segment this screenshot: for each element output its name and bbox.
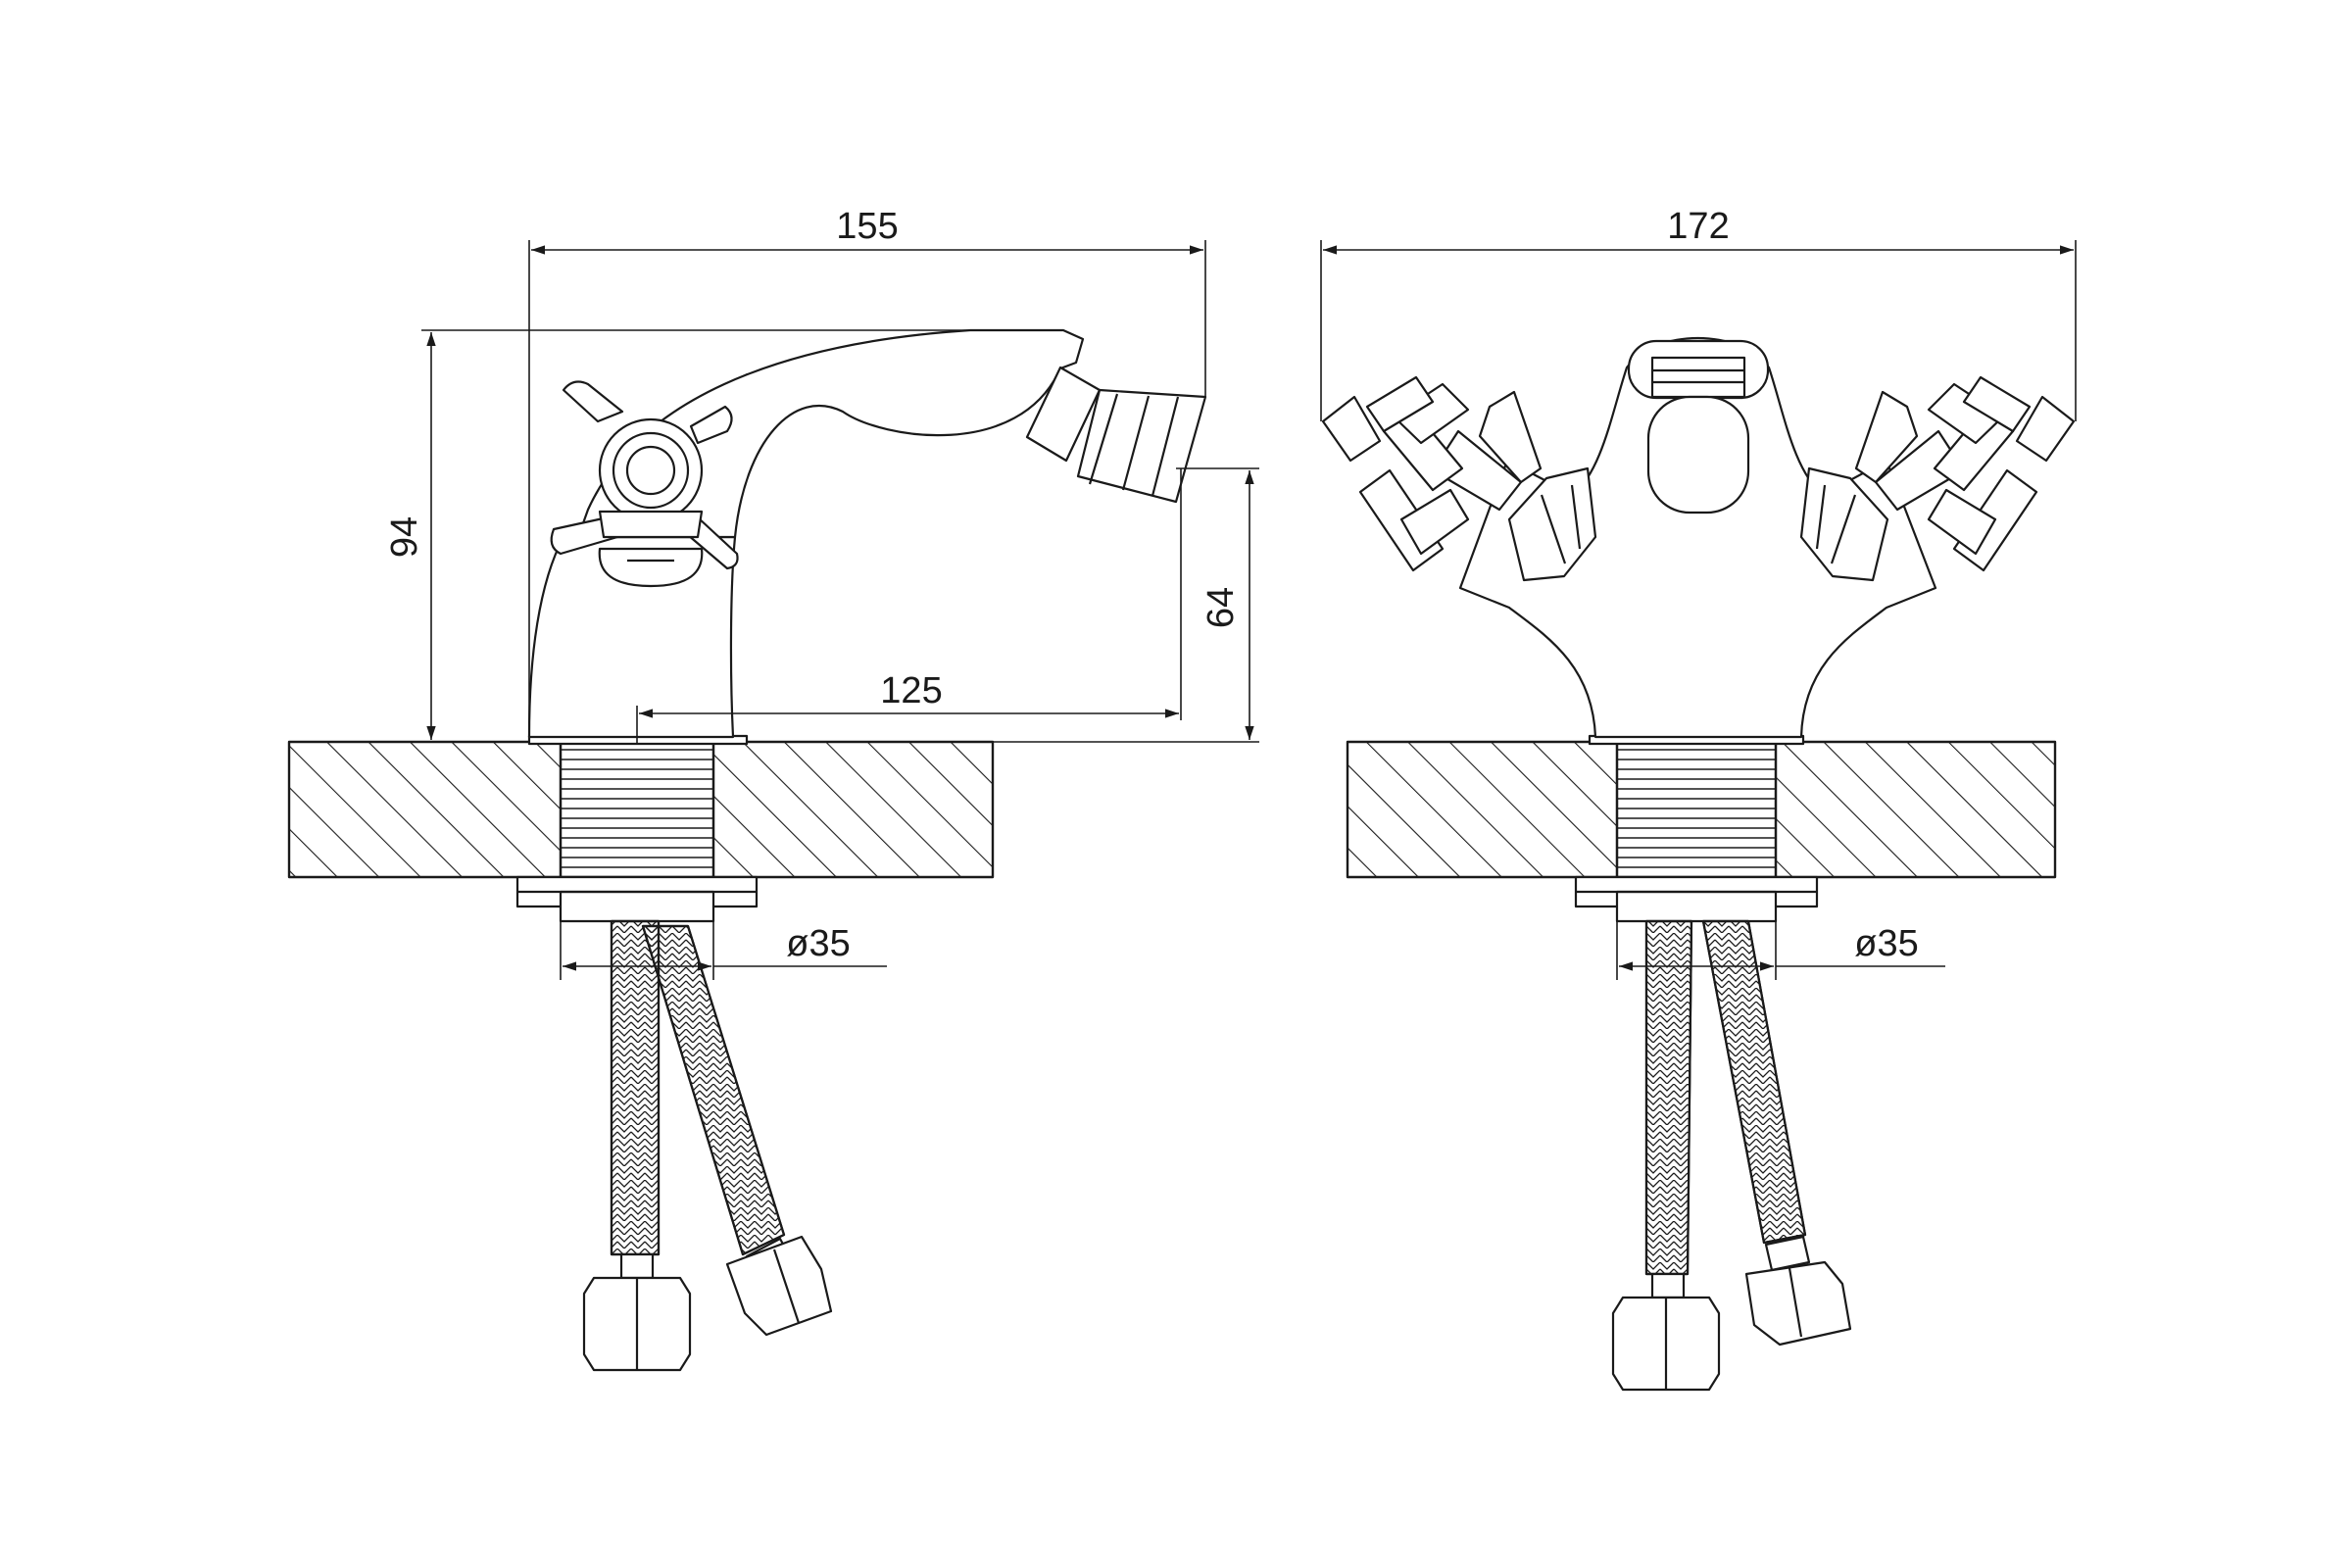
side-view: [287, 240, 1259, 1372]
front-left-valve: [1321, 375, 1597, 582]
side-spout-nozzle: [1025, 366, 1207, 504]
front-spout-cap: [1627, 339, 1770, 514]
front-right-valve: [1799, 375, 2076, 582]
side-dim-height: [421, 329, 970, 740]
front-hex-nuts: [1611, 1260, 1852, 1392]
side-height-label: 94: [384, 516, 425, 558]
side-threaded-stem: [559, 740, 715, 879]
side-dim-width: [528, 240, 1206, 737]
front-locknut: [1574, 875, 1819, 923]
side-spout-reach-label: 125: [880, 670, 942, 711]
front-dim-width: [1320, 240, 2077, 421]
side-dim-spout-height: [993, 467, 1259, 743]
side-hoses: [610, 919, 794, 1280]
front-diameter-label: ø35: [1854, 923, 1918, 964]
side-spout-height-label: 64: [1200, 587, 1242, 628]
front-width-label: 172: [1667, 206, 1729, 247]
front-dim-diameter: [1616, 921, 1945, 980]
side-hex-nuts: [582, 1235, 833, 1372]
front-hoses: [1644, 919, 1811, 1299]
side-spout: [576, 328, 1085, 539]
side-cross-handle: [550, 380, 739, 588]
side-diameter-label: ø35: [786, 923, 850, 964]
side-locknut: [515, 875, 759, 923]
side-dim-diameter: [560, 921, 887, 980]
side-width-label: 155: [836, 206, 898, 247]
front-threaded-stem: [1615, 740, 1778, 879]
side-dim-spout-reach: [636, 706, 1179, 745]
front-body: [1458, 336, 1937, 739]
front-view: [1320, 240, 2077, 1392]
